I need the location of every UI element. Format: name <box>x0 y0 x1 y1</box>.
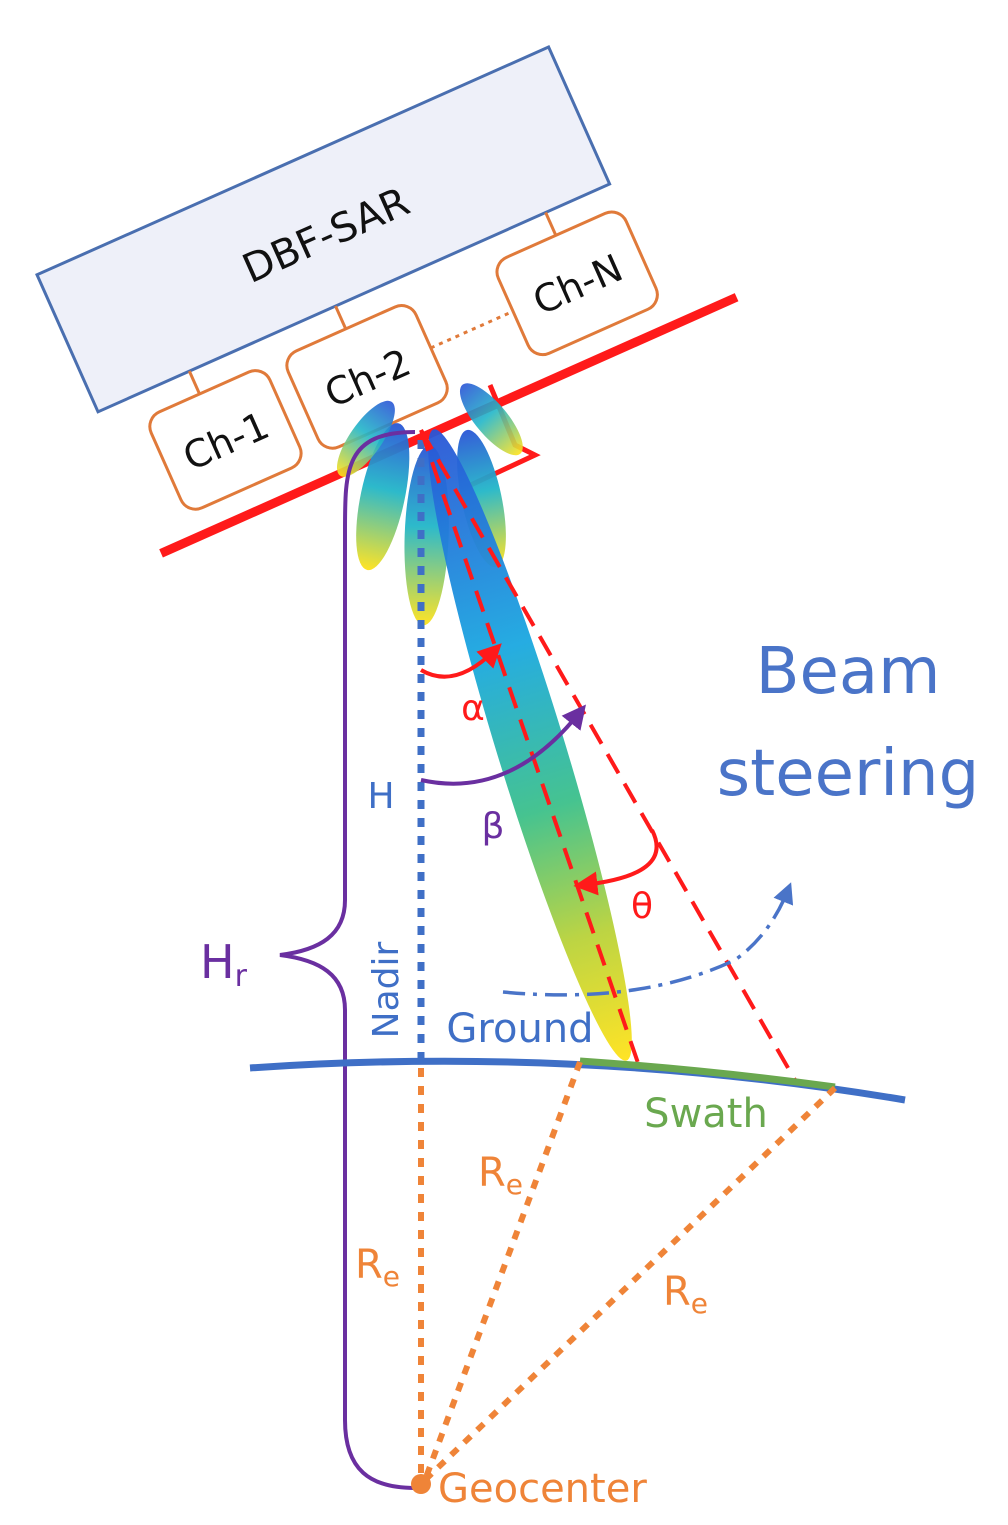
re-far-sub: e <box>691 1287 708 1320</box>
antenna-plate <box>159 293 739 558</box>
geocenter-dot <box>411 1474 431 1494</box>
beam-steering-arc <box>502 882 794 997</box>
re-near-main: R <box>478 1150 506 1196</box>
geocenter-label: Geocenter <box>438 1466 647 1512</box>
hr-brace <box>279 430 416 1490</box>
alpha-arc <box>419 643 502 679</box>
swath-label: Swath <box>644 1091 768 1137</box>
beam-center-line <box>419 429 640 1064</box>
re-label-nadir: Re <box>355 1242 400 1293</box>
re-far-main: R <box>663 1269 691 1315</box>
swath-segment <box>579 1057 836 1091</box>
nadir-label: Nadir <box>366 941 407 1038</box>
beam-steering-label-line1: Beam <box>756 635 941 709</box>
main-beam <box>428 429 632 1061</box>
antenna-normal-line <box>419 429 797 1081</box>
instrument-group: DBF-SAR Ch-1 Ch-2 Ch-N <box>35 45 739 558</box>
re-label-near: Re <box>478 1150 523 1201</box>
hr-label-sub: r <box>235 959 248 994</box>
re-nadir-sub: e <box>383 1260 400 1293</box>
height-label: H <box>367 776 394 817</box>
hr-label-main: H <box>200 935 235 989</box>
beta-arc <box>420 704 586 786</box>
beta-label: β <box>482 806 505 847</box>
re-label-far: Re <box>663 1269 708 1320</box>
earth-radius-far <box>422 1085 838 1483</box>
channel-box-n <box>495 210 659 357</box>
dbf-sar-box <box>35 45 612 414</box>
connector-ch2 <box>334 305 348 330</box>
connector-ch1 <box>188 370 201 395</box>
theta-label: θ <box>631 886 653 927</box>
re-nadir-main: R <box>355 1242 383 1288</box>
channel-dots <box>430 309 514 350</box>
ground-label: Ground <box>446 1006 593 1052</box>
connector-chn <box>544 211 558 236</box>
channel-box-1 <box>148 369 303 511</box>
earth-radius-near <box>422 1060 583 1482</box>
alpha-label: α <box>461 688 485 729</box>
theta-arc <box>573 829 659 896</box>
hr-label: Hr <box>200 935 248 994</box>
re-near-sub: e <box>506 1168 523 1201</box>
beam-steering-label-line2: steering <box>717 737 979 811</box>
